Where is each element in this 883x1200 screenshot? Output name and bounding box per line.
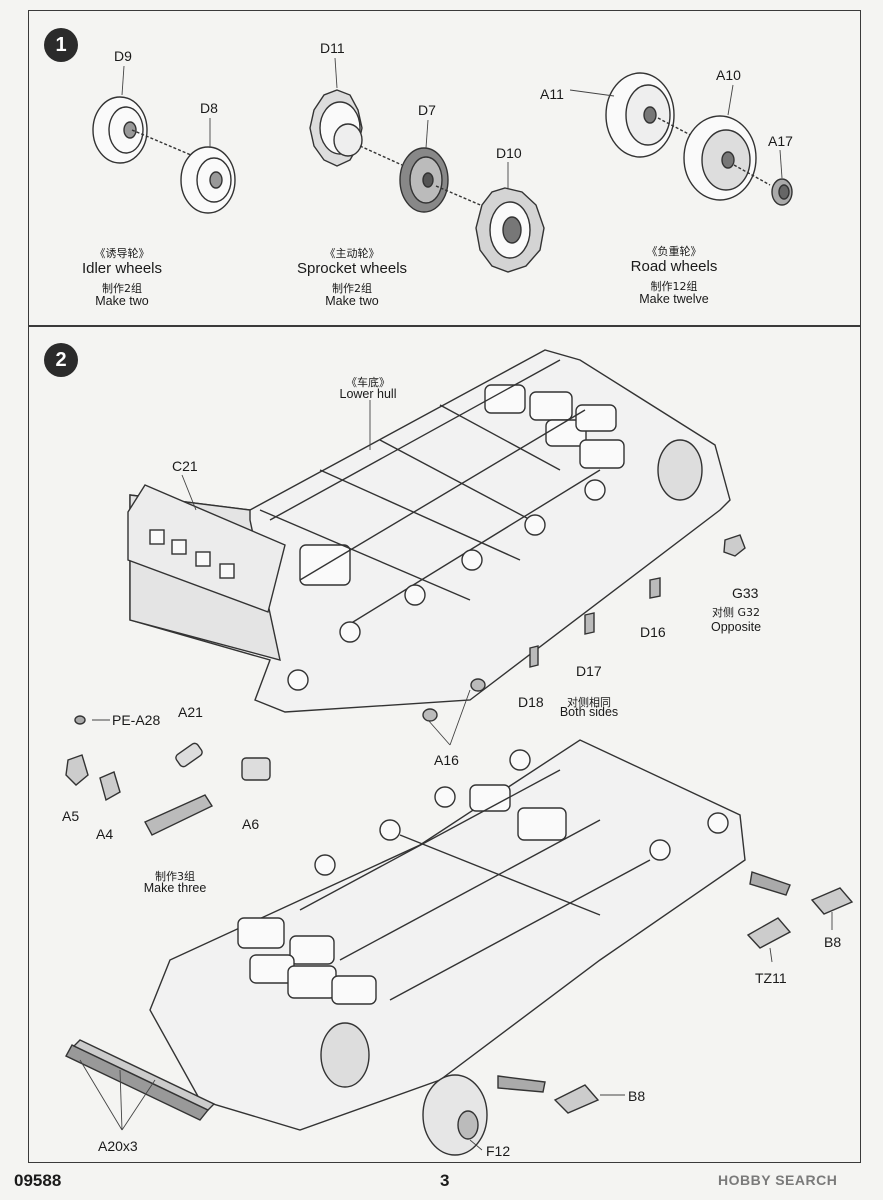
idler-qty-en: Make two: [95, 294, 149, 308]
step1-panel: [28, 10, 861, 326]
part-tz11: [746, 917, 792, 949]
sprocket-qty-en: Make two: [325, 294, 379, 308]
label-a10: A10: [716, 67, 741, 83]
part-a21: [175, 742, 203, 768]
label-g33-cn: 对侧 G32: [711, 606, 761, 619]
idler-en-title: Idler wheels: [81, 260, 163, 277]
sprocket-d11: [309, 89, 363, 167]
sprocket-d7: [399, 147, 449, 213]
label-d9: D9: [114, 48, 132, 64]
label-a21: A21: [178, 704, 203, 720]
label-a20x3: A20x3: [98, 1138, 138, 1154]
label-a17: A17: [768, 133, 793, 149]
road-wheel-a10: [683, 115, 757, 201]
lower-hull-bottom-view: [149, 739, 746, 1131]
sprocket-en-title: Sprocket wheels: [296, 260, 408, 277]
part-b8-bottom: [497, 1075, 600, 1114]
road-cn-title: 《负重轮》: [646, 245, 702, 258]
label-d8: D8: [200, 100, 218, 116]
idler-wheel-d8: [180, 146, 236, 214]
sprocket-qty-cn: 制作2组: [332, 282, 372, 295]
label-d16: D16: [640, 624, 666, 640]
hull-cn-title: 《车底》: [346, 376, 390, 389]
label-a6: A6: [242, 816, 260, 832]
part-g33: [723, 534, 746, 557]
label-b8-top: B8: [824, 934, 842, 950]
label-a11: A11: [540, 86, 564, 102]
step1-badge: 1: [44, 28, 78, 62]
label-d7: D7: [418, 102, 436, 118]
part-b8-top: [749, 871, 854, 915]
sprocket-d10: [475, 187, 545, 273]
label-g33-en: Opposite: [710, 620, 762, 634]
label-c21: C21: [172, 458, 198, 474]
label-d10: D10: [496, 145, 522, 161]
part-a6: [144, 757, 271, 836]
label-d18: D18: [518, 694, 544, 710]
part-a5: [65, 754, 89, 786]
label-a4: A4: [96, 826, 114, 842]
label-b8-bottom: B8: [628, 1088, 646, 1104]
label-f12: F12: [486, 1143, 511, 1159]
road-en-title: Road wheels: [630, 258, 718, 275]
make-three-cn: 制作3组: [155, 870, 195, 883]
part-d16: [649, 577, 661, 599]
label-a5: A5: [62, 808, 80, 824]
idler-qty-cn: 制作2组: [102, 282, 142, 295]
label-tz11: TZ11: [755, 970, 787, 986]
part-a16-1: [470, 678, 486, 692]
road-wheel-a11: [605, 72, 675, 158]
hub-cap-a17: [771, 178, 793, 206]
step2-panel: [28, 326, 861, 1163]
page-number: 3: [440, 1171, 450, 1190]
both-sides-en: Both sides: [559, 705, 619, 719]
road-qty-cn: 制作12组: [650, 280, 698, 293]
sprocket-cn-title: 《主动轮》: [324, 247, 380, 260]
step2-badge: 2: [44, 343, 78, 377]
part-pe-a28: [74, 715, 86, 725]
label-a16: A16: [434, 752, 459, 768]
part-d17: [584, 612, 595, 635]
label-d11: D11: [320, 40, 345, 56]
watermark: HOBBY SEARCH: [718, 1172, 838, 1188]
product-code: 09588: [14, 1171, 62, 1190]
make-three-en: Make three: [143, 881, 207, 895]
label-g33: G33: [732, 585, 759, 601]
idler-cn-title: 《诱导轮》: [94, 247, 150, 260]
road-qty-en: Make twelve: [639, 292, 709, 306]
track-links-a20: [65, 1039, 216, 1121]
hull-en-title: Lower hull: [339, 387, 397, 401]
label-pe-a28: PE-A28: [112, 712, 161, 728]
part-d18: [529, 645, 539, 668]
part-f12: [422, 1074, 488, 1156]
label-d17: D17: [576, 663, 602, 679]
idler-wheel-d9: [92, 96, 148, 164]
plate-c21: [127, 484, 286, 613]
part-a4: [99, 771, 121, 802]
part-a16-2: [422, 708, 438, 722]
both-sides-cn: 对侧相同: [567, 696, 611, 709]
